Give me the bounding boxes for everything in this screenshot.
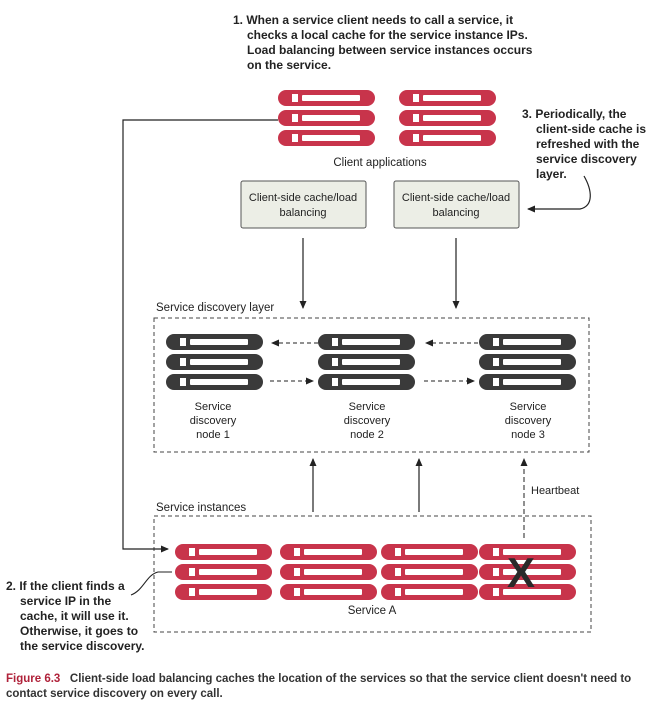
server-stack-icon xyxy=(399,90,496,146)
cache-box-2-line-1: Client-side cache/load xyxy=(402,192,510,204)
caption-text: Client-side load balancing caches the lo… xyxy=(6,673,632,700)
service-instance-3 xyxy=(381,544,478,600)
callout-3-line-1: 3. Periodically, the xyxy=(522,107,627,121)
callout-3-line-3: refreshed with the xyxy=(536,137,640,151)
callout-3-line-5: layer. xyxy=(536,167,567,181)
client-side-load-balancing-diagram: 1. When a service client needs to call a… xyxy=(6,13,646,653)
service-instances-box xyxy=(153,515,592,633)
cache-box-2: Client-side cache/load balancing xyxy=(393,180,520,229)
callout-2-line-4: Otherwise, it goes to xyxy=(20,624,138,638)
server-stack-icon xyxy=(280,544,377,600)
service-a-label: Service A xyxy=(348,605,397,617)
server-stack-icon xyxy=(175,544,272,600)
callout-1-line-2: checks a local cache for the service ins… xyxy=(247,28,528,42)
server-stack-icon xyxy=(479,544,576,600)
node-3-line-2: discovery xyxy=(505,415,552,427)
client-applications-label: Client applications xyxy=(333,157,427,169)
server-stack-icon xyxy=(166,334,263,390)
server-stack-icon xyxy=(381,544,478,600)
callout-3-line-4: service discovery xyxy=(536,152,637,166)
cache-box-1-line-2: balancing xyxy=(279,207,326,219)
node-1-line-2: discovery xyxy=(190,415,237,427)
callout-2-pointer xyxy=(130,571,172,596)
client-server-1 xyxy=(278,90,375,146)
node-3-line-3: node 3 xyxy=(511,429,545,441)
node-1-line-3: node 1 xyxy=(196,429,230,441)
heartbeat-label: Heartbeat xyxy=(531,485,579,497)
callout-1-line-4: on the service. xyxy=(247,58,331,72)
x-mark-icon: X xyxy=(507,549,535,596)
callout-3: 3. Periodically, the client-side cache i… xyxy=(522,107,646,181)
client-to-instance-arrow xyxy=(122,119,278,553)
service-instance-2 xyxy=(280,544,377,600)
node-2-line-3: node 2 xyxy=(350,429,384,441)
callout-1: 1. When a service client needs to call a… xyxy=(233,13,533,72)
server-stack-icon xyxy=(278,90,375,146)
service-instance-4-failed: X xyxy=(479,544,576,600)
node-2-line-1: Service xyxy=(349,401,386,413)
service-discovery-layer-label: Service discovery layer xyxy=(156,302,274,314)
service-instance-1 xyxy=(175,544,272,600)
node-1-line-1: Service xyxy=(195,401,232,413)
discovery-node-1: Service discovery node 1 xyxy=(166,334,263,441)
callout-2-line-5: the service discovery. xyxy=(20,639,145,653)
callout-2-line-3: cache, it will use it. xyxy=(20,609,129,623)
callout-2-line-1: 2. If the client finds a xyxy=(6,579,125,593)
callout-1-line-1: 1. When a service client needs to call a… xyxy=(233,13,513,27)
node-3-line-1: Service xyxy=(510,401,547,413)
figure-caption: Figure 6.3 Client-side load balancing ca… xyxy=(6,672,652,702)
caption-number: Figure 6.3 xyxy=(6,673,61,685)
service-instances-label: Service instances xyxy=(156,502,246,514)
server-stack-icon xyxy=(479,334,576,390)
cache-box-2-line-2: balancing xyxy=(432,207,479,219)
callout-2: 2. If the client finds a service IP in t… xyxy=(6,579,145,653)
node-2-line-2: discovery xyxy=(344,415,391,427)
cache-box-1-line-1: Client-side cache/load xyxy=(249,192,357,204)
service-discovery-layer-box xyxy=(153,317,590,453)
callout-2-line-2: service IP in the xyxy=(20,594,111,608)
cache-box-1: Client-side cache/load balancing xyxy=(240,180,367,229)
discovery-node-2: Service discovery node 2 xyxy=(318,334,415,441)
callout-3-line-2: client-side cache is xyxy=(536,122,646,136)
server-stack-icon xyxy=(318,334,415,390)
discovery-node-3: Service discovery node 3 xyxy=(479,334,576,441)
callout-3-arrow xyxy=(527,175,591,213)
callout-1-line-3: Load balancing between service instances… xyxy=(247,43,533,57)
client-server-2 xyxy=(399,90,496,146)
